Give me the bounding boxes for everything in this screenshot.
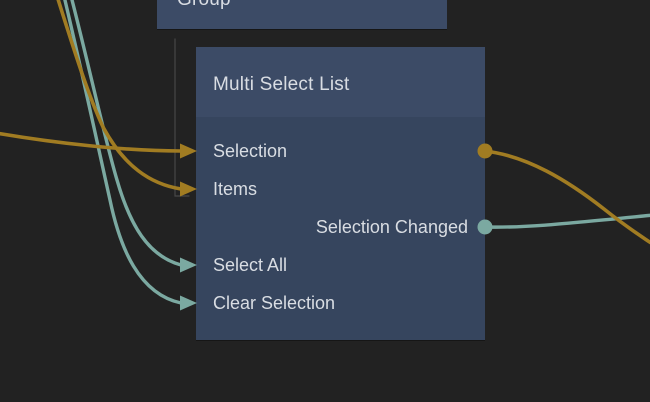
wire-teal-from-selection-changed[interactable] [483,213,650,229]
wire-teal-to-clear-selection[interactable] [63,0,183,305]
port-row-items[interactable]: Items [196,170,485,208]
node-body: Selection Items Selection Changed Select… [196,117,485,322]
wire-teal-to-select-all[interactable] [70,0,183,267]
port-row-select-all[interactable]: Select All [196,246,485,284]
port-label-selection-changed: Selection Changed [315,216,468,237]
node-title: Multi Select List [213,74,350,95]
faint-connector-line[interactable] [174,38,190,197]
node-group[interactable]: Group [157,0,447,29]
wire-gold-to-selection[interactable] [0,131,183,153]
input-pin-arrow-select-all[interactable] [180,257,197,273]
port-label-items: Items [213,178,258,199]
port-row-clear-selection[interactable]: Clear Selection [196,284,485,322]
port-row-selection-changed[interactable]: Selection Changed [196,208,485,246]
group-node-title: Group [177,0,231,11]
port-row-selection[interactable]: Selection [196,132,485,170]
port-label-selection: Selection [213,140,288,161]
input-pin-arrow-clear-selection[interactable] [180,295,197,311]
node-header[interactable]: Multi Select List [196,47,485,117]
port-label-select-all: Select All [213,254,288,275]
node-multi-select-list[interactable]: Multi Select List Selection Items Select… [196,47,485,340]
port-label-clear-selection: Clear Selection [213,292,336,313]
wire-gold-from-selection[interactable] [483,149,650,245]
input-pin-arrow-items[interactable] [180,181,197,197]
input-pin-arrow-selection[interactable] [180,143,197,159]
